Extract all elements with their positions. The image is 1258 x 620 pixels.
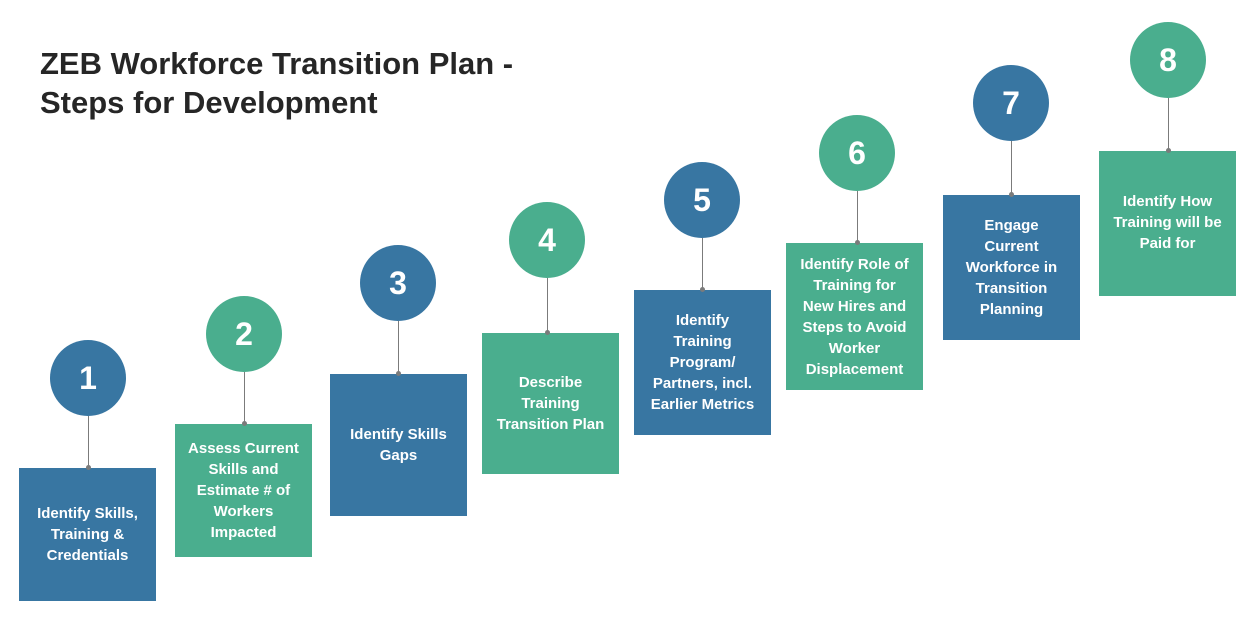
connector-line xyxy=(244,372,245,424)
connector-dot xyxy=(242,421,247,426)
connector-dot xyxy=(396,371,401,376)
connector-dot xyxy=(1166,148,1171,153)
step-label-box: Identify Training Program/ Partners, inc… xyxy=(634,290,771,435)
step-number-circle: 7 xyxy=(973,65,1049,141)
step-label-box: Identify Role of Training for New Hires … xyxy=(786,243,923,390)
connector-line xyxy=(1011,141,1012,195)
step-label-box: Identify How Training will be Paid for xyxy=(1099,151,1236,296)
connector-line xyxy=(547,278,548,333)
step-label-box: Assess Current Skills and Estimate # of … xyxy=(175,424,312,557)
step-number-circle: 3 xyxy=(360,245,436,321)
step-number-circle: 4 xyxy=(509,202,585,278)
connector-dot xyxy=(545,330,550,335)
connector-dot xyxy=(1009,192,1014,197)
step-number-circle: 5 xyxy=(664,162,740,238)
connector-dot xyxy=(86,465,91,470)
step-label-box: Describe Training Transition Plan xyxy=(482,333,619,474)
connector-line xyxy=(1168,98,1169,151)
connector-line xyxy=(88,416,89,468)
connector-dot xyxy=(855,240,860,245)
step-number-circle: 1 xyxy=(50,340,126,416)
connector-line xyxy=(398,321,399,374)
page-title: ZEB Workforce Transition Plan - Steps fo… xyxy=(40,46,514,120)
step-number-circle: 6 xyxy=(819,115,895,191)
step-number-circle: 2 xyxy=(206,296,282,372)
connector-line xyxy=(857,191,858,243)
step-label-box: Identify Skills Gaps xyxy=(330,374,467,516)
connector-dot xyxy=(700,287,705,292)
step-number-circle: 8 xyxy=(1130,22,1206,98)
connector-line xyxy=(702,238,703,290)
step-label-box: Engage Current Workforce in Transition P… xyxy=(943,195,1080,340)
step-label-box: Identify Skills, Training & Credentials xyxy=(19,468,156,601)
